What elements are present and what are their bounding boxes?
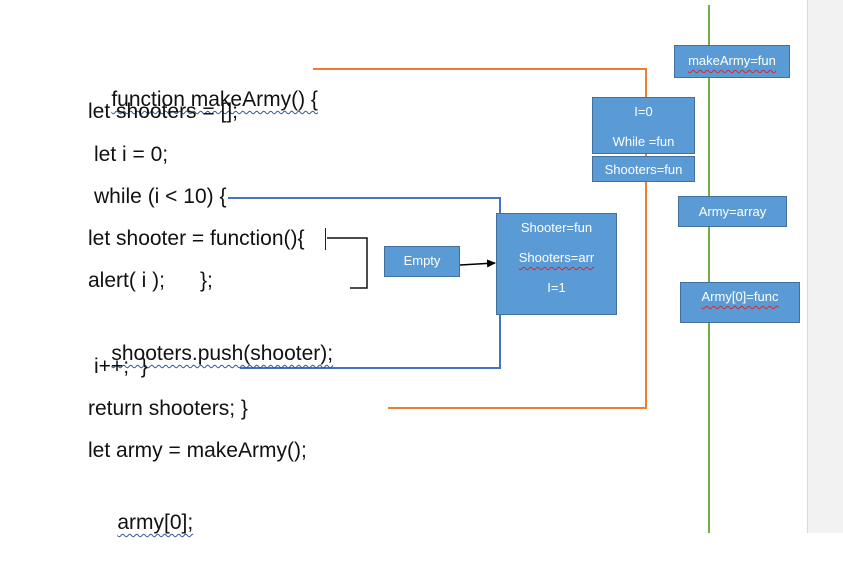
- code-line-i-declaration: let i = 0;: [94, 143, 169, 166]
- box-army-array: Army=array: [678, 196, 787, 227]
- code-line-alert: alert( i ); };: [88, 269, 213, 292]
- code-line-shooter-function: let shooter = function(){: [88, 227, 305, 250]
- box-loop-scope: I=0 While =fun: [592, 97, 695, 154]
- code-line-while: while (i < 10) {: [94, 185, 227, 208]
- code-line-army-declaration: let army = makeArmy();: [88, 439, 307, 462]
- code-line-function-declaration: function makeArmy() {: [111, 88, 318, 111]
- code-line-army-index: army[0];: [117, 511, 194, 534]
- box-shooter-scope: Shooter=fun Shooters=arr I=1: [496, 213, 617, 315]
- code-line-return: return shooters; }: [88, 397, 248, 420]
- box-empty: Empty: [384, 246, 460, 277]
- box-shooters-fun: Shooters=fun: [592, 156, 695, 182]
- document-page: function makeArmy() { let shooters = [];…: [88, 5, 800, 534]
- right-margin-gutter: [807, 0, 843, 533]
- box-army0-func: Army[0]=func: [680, 282, 800, 323]
- empty-to-scope-arrow: [459, 259, 496, 268]
- text-cursor: [325, 228, 326, 250]
- code-line-increment: i++; }: [94, 355, 148, 378]
- code-line-shooters-declaration: let shooters = [];: [88, 100, 238, 123]
- black-shooter-bracket: [327, 237, 368, 289]
- code-line-push: shooters.push(shooter);: [111, 342, 334, 365]
- orange-function-bracket: [313, 68, 647, 409]
- box-make-army-fun: makeArmy=fun: [674, 45, 790, 78]
